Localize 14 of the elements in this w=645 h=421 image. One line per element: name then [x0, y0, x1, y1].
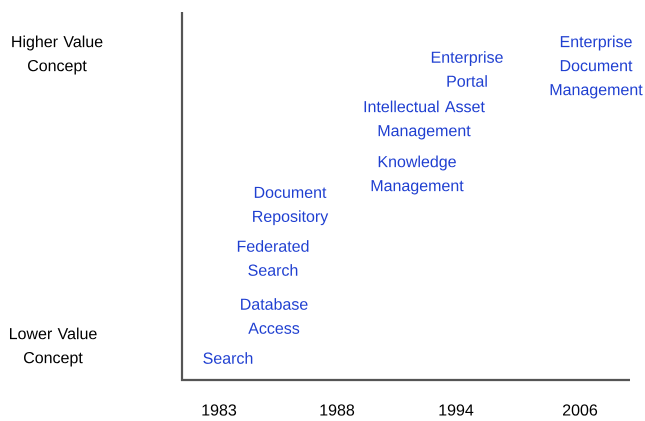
concept-label: Search — [203, 352, 252, 364]
year-label: 1983 — [202, 404, 236, 416]
axis-label: Higher Value Concept — [12, 36, 102, 74]
year-label: 1988 — [320, 404, 354, 416]
concept-label: Federated Search — [238, 240, 308, 276]
concept-label: Database Access — [241, 298, 308, 334]
concept-label: Knowledge Management — [372, 156, 464, 194]
year-label: 2006 — [563, 404, 598, 416]
axis-label: Lower Value Concept — [10, 328, 97, 366]
concept-label: Intellectual Asset Management — [364, 100, 485, 140]
concept-label: Enterprise Document Management — [550, 36, 643, 98]
concept-label: Enterprise Portal — [432, 51, 503, 87]
year-label: 1994 — [439, 404, 474, 416]
concept-label: Document Repository — [253, 186, 328, 226]
